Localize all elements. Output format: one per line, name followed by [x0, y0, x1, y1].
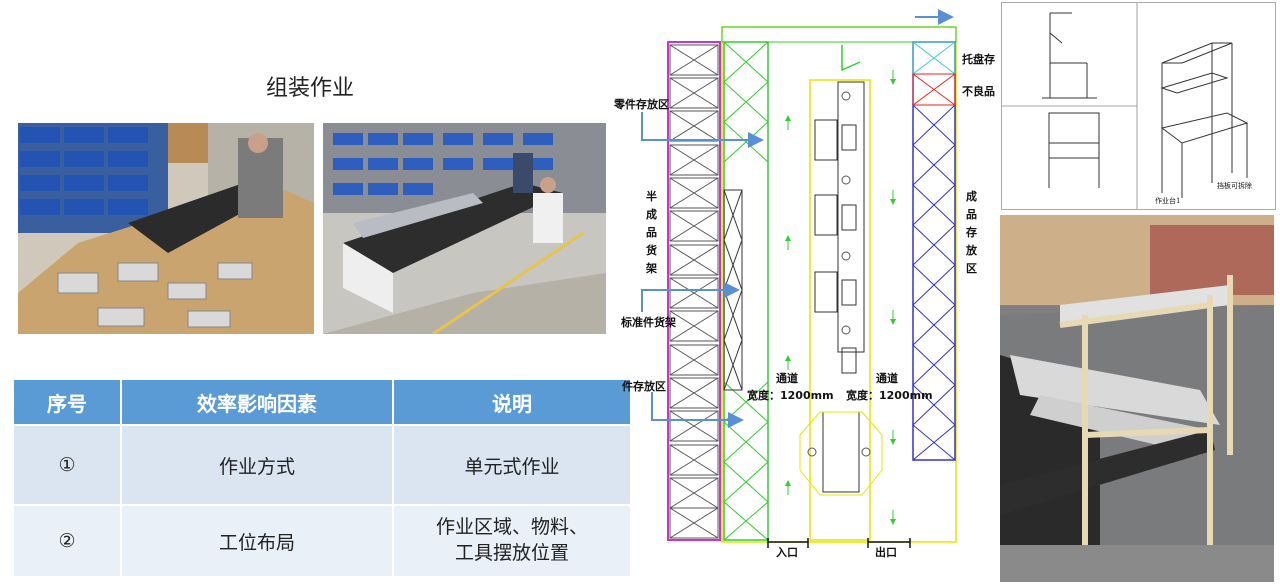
- row-factor: 工位布局: [122, 506, 392, 576]
- table-row: ② 工位布局 作业区域、物料、 工具摆放位置: [14, 506, 630, 576]
- label-tray-storage: 托盘存: [962, 52, 995, 66]
- label-finished-storage: 成 品 存 放 区: [965, 189, 978, 275]
- efficiency-factor-table: 序号 效率影响因素 说明 ① 作业方式 单元式作业 ② 工位布局 作业区域、物料…: [12, 378, 632, 578]
- row-factor: 作业方式: [122, 426, 392, 505]
- table-row: ① 作业方式 单元式作业: [14, 426, 630, 505]
- svg-text:放: 放: [965, 243, 978, 257]
- assembly-photo-2: [323, 123, 606, 334]
- workbench-photo: [1000, 215, 1274, 582]
- semi-finished-rack: [667, 41, 721, 541]
- label-exit: 出口: [875, 545, 897, 559]
- assembly-photo-1: [18, 123, 314, 334]
- label-aisle-right: 通道: [876, 371, 898, 385]
- label-entrance: 入口: [776, 546, 798, 559]
- svg-text:半: 半: [646, 189, 657, 203]
- svg-text:区: 区: [966, 262, 977, 275]
- section-title: 组装作业: [265, 76, 354, 101]
- header-number: 序号: [14, 380, 120, 424]
- svg-text:货: 货: [645, 243, 657, 257]
- label-parts-storage-2: 件存放区: [622, 379, 666, 393]
- drawing-caption: 作业台1: [1155, 196, 1180, 205]
- label-aisle-left: 通道: [776, 371, 798, 385]
- row-description: 作业区域、物料、 工具摆放位置: [394, 506, 630, 576]
- workbench-drawing: 作业台1 挡板可拆除: [1001, 2, 1276, 210]
- table-header-row: 序号 效率影响因素 说明: [14, 380, 630, 424]
- label-standard-parts-rack: 标准件货架: [620, 315, 676, 329]
- row-description: 单元式作业: [394, 426, 630, 505]
- row-description-line-1: 作业区域、物料、: [435, 516, 588, 539]
- header-factor: 效率影响因素: [122, 380, 392, 424]
- svg-text:成: 成: [966, 189, 977, 203]
- label-aisle-right-width: 宽度：1200mm: [845, 388, 933, 402]
- svg-text:架: 架: [645, 261, 657, 275]
- svg-text:品: 品: [646, 226, 657, 239]
- finished-storage-rack: [912, 41, 956, 461]
- header-description: 说明: [394, 380, 630, 424]
- row-description-line-2: 工具摆放位置: [454, 542, 569, 565]
- label-aisle-left-width: 宽度：1200mm: [746, 388, 834, 402]
- svg-text:存: 存: [966, 225, 977, 239]
- standard-parts-rack-shape: [723, 189, 743, 391]
- row-number: ②: [14, 506, 120, 576]
- workshop-layout-plan: 托盘存 不良品 零件存放区 件存放区 标准件货架 半 成 品 货 架 成 品 存…: [613, 9, 995, 559]
- label-defective: 不良品: [962, 84, 995, 98]
- label-semi-finished-rack: 半 成 品 货 架: [645, 189, 657, 275]
- label-parts-storage: 零件存放区: [613, 97, 669, 111]
- svg-text:成: 成: [646, 207, 657, 221]
- svg-text:品: 品: [966, 208, 977, 221]
- drawing-note: 挡板可拆除: [1217, 181, 1252, 190]
- row-number: ①: [14, 426, 120, 505]
